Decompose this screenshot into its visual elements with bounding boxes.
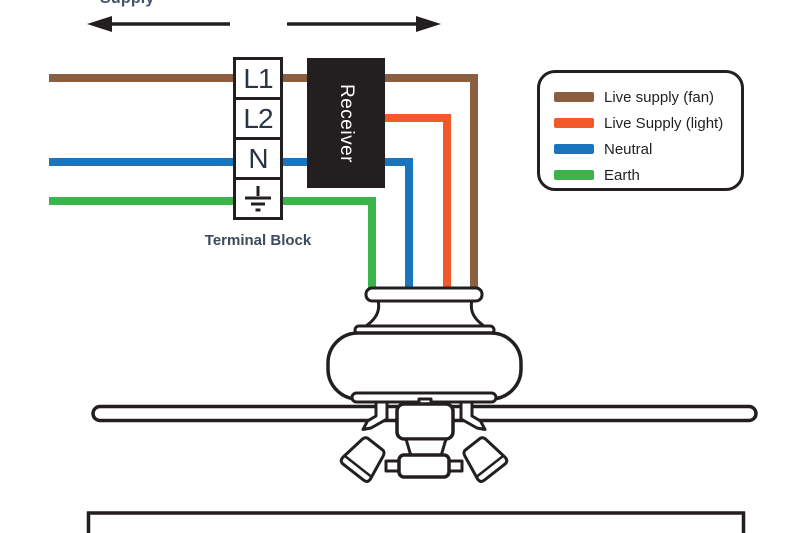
legend-swatch-earth bbox=[554, 170, 594, 180]
ceiling-fan-illustration bbox=[91, 286, 758, 483]
fan-downrod-bell bbox=[361, 298, 489, 330]
light-shade-left bbox=[339, 436, 386, 483]
terminal-label-l1: L1 bbox=[243, 62, 273, 94]
fan-motor-housing bbox=[326, 331, 523, 401]
wire-earth-horizontal bbox=[49, 197, 376, 205]
light-kit-arm-left bbox=[384, 459, 401, 473]
wire-live-light-vertical bbox=[443, 114, 451, 292]
legend-swatch-live-light bbox=[554, 118, 594, 128]
fan-switch-housing bbox=[395, 402, 455, 441]
terminal-cell-l2: L2 bbox=[233, 97, 283, 140]
fan-bracket-right bbox=[459, 400, 487, 431]
supply-label: Supply bbox=[100, 0, 155, 8]
legend-label-live-fan: Live supply (fan) bbox=[604, 88, 715, 106]
wire-live-light-horizontal bbox=[380, 114, 451, 122]
bottom-panel bbox=[86, 511, 746, 533]
terminal-cell-l1: L1 bbox=[233, 57, 283, 100]
light-shade-right bbox=[462, 436, 509, 483]
legend-item-earth: Earth bbox=[554, 162, 741, 188]
wire-neutral-vertical bbox=[405, 158, 413, 292]
legend-swatch-live-fan bbox=[554, 92, 594, 102]
earth-symbol-icon bbox=[245, 185, 271, 211]
wire-earth-vertical bbox=[368, 197, 376, 292]
fan-bracket-left bbox=[361, 400, 389, 431]
light-kit-arm-right bbox=[447, 459, 464, 473]
terminal-cell-earth bbox=[233, 177, 283, 220]
legend-swatch-neutral bbox=[554, 144, 594, 154]
legend: Live supply (fan) Live Supply (light) Ne… bbox=[537, 70, 744, 191]
supply-arrow-right bbox=[287, 16, 441, 32]
legend-label-earth: Earth bbox=[604, 166, 640, 184]
terminal-block: L1 L2 N bbox=[233, 57, 283, 220]
receiver-label: Receiver bbox=[336, 83, 357, 163]
legend-label-live-light: Live Supply (light) bbox=[604, 114, 724, 132]
supply-arrow-left bbox=[87, 16, 230, 32]
legend-item-live-light: Live Supply (light) bbox=[554, 110, 741, 136]
legend-item-neutral: Neutral bbox=[554, 136, 741, 162]
terminal-label-l2: L2 bbox=[243, 102, 273, 134]
terminal-cell-n: N bbox=[233, 137, 283, 180]
light-kit-body bbox=[397, 453, 451, 479]
legend-item-live-fan: Live supply (fan) bbox=[554, 84, 741, 110]
wire-live-fan-vertical bbox=[470, 74, 478, 292]
legend-label-neutral: Neutral bbox=[604, 140, 653, 158]
wire-neutral-horizontal bbox=[49, 158, 413, 166]
terminal-block-caption: Terminal Block bbox=[204, 232, 312, 249]
fan-canopy bbox=[364, 286, 484, 303]
receiver-box: Receiver bbox=[307, 58, 385, 188]
terminal-label-n: N bbox=[248, 142, 268, 174]
